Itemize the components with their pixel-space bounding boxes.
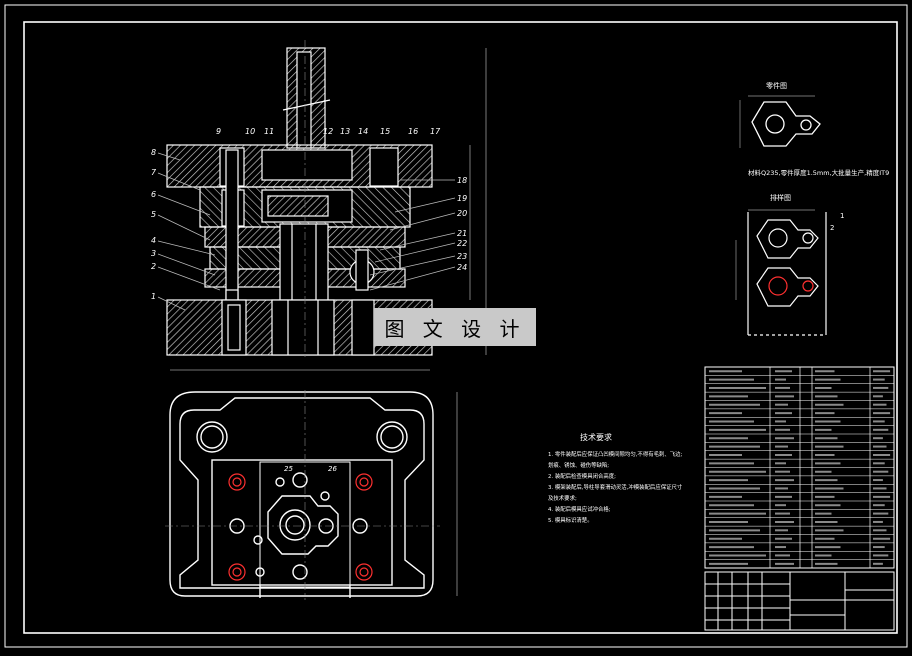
label-left-6: 2 [151, 262, 156, 271]
label-top-5: 14 [358, 127, 368, 136]
strip-title: 排样图 [770, 193, 791, 202]
watermark-text: 图 文 设 计 [384, 316, 526, 341]
plan-label-26: 26 [328, 465, 337, 473]
tech-item-7: 5. 模具标识清楚。 [548, 516, 593, 524]
strip-number-1: 1 [840, 212, 844, 220]
label-right-3: 21 [457, 229, 467, 238]
label-top-6: 15 [380, 127, 390, 136]
tech-item-6: 4. 装配后模具应试冲合格; [548, 505, 611, 513]
plan-bolts [228, 473, 373, 581]
section-view [166, 40, 487, 371]
section-part-labels: 8 7 6 5 4 3 2 1 9 10 11 12 13 14 15 16 1… [151, 127, 467, 301]
label-top-1: 10 [245, 127, 255, 136]
strip-number-2: 2 [830, 224, 834, 232]
label-left-0: 8 [151, 148, 156, 157]
leader-lines [157, 152, 456, 311]
strip-layout: 排样图 1 2 [735, 193, 844, 336]
label-left-5: 3 [151, 249, 156, 258]
label-left-1: 7 [151, 168, 157, 177]
label-top-4: 13 [340, 127, 350, 136]
label-top-7: 16 [408, 127, 418, 136]
label-right-5: 23 [457, 252, 467, 261]
label-left-7: 1 [151, 292, 156, 301]
label-right-1: 19 [457, 194, 467, 203]
title-block [704, 571, 895, 631]
tech-item-1: 1. 零件装配后应保证凸凹模间隙均匀,不得有毛刺、飞边; [548, 450, 683, 458]
tech-item-4: 3. 模架装配后,导柱导套滑动灵活,冲模装配后应保证尺寸 [548, 483, 683, 491]
plan-part-labels: 25 26 [284, 465, 337, 473]
tech-item-3: 2. 装配后检查模具闭合高度; [548, 472, 616, 480]
part-view-title: 零件图 [766, 81, 787, 90]
label-top-0: 9 [216, 127, 221, 136]
label-left-3: 5 [151, 210, 156, 219]
watermark-banner: 图 文 设 计 [374, 308, 536, 346]
tech-item-5: 及技术要求; [548, 494, 577, 502]
tech-requirements: 技术要求 1. 零件装配后应保证凸凹模间隙均匀,不得有毛刺、飞边; 划痕、锈蚀、… [548, 432, 683, 524]
plan-view [165, 390, 458, 600]
label-top-8: 17 [430, 127, 441, 136]
label-left-2: 6 [151, 190, 156, 199]
label-right-4: 22 [457, 239, 467, 248]
label-top-2: 11 [264, 127, 274, 136]
tech-title: 技术要求 [580, 432, 612, 442]
label-right-2: 20 [457, 209, 467, 218]
tech-item-2: 划痕、锈蚀、碰伤等缺陷; [548, 461, 609, 469]
part-view: 零件图 材料Q235,零件厚度1.5mm,大批量生产,精度IT9 [739, 81, 889, 177]
label-right-0: 18 [457, 176, 467, 185]
plan-label-25: 25 [284, 465, 293, 473]
label-right-6: 24 [457, 263, 467, 272]
label-left-4: 4 [151, 236, 156, 245]
label-top-3: 12 [323, 127, 333, 136]
parts-list [704, 366, 895, 569]
part-note: 材料Q235,零件厚度1.5mm,大批量生产,精度IT9 [748, 168, 889, 177]
drawing-border [4, 4, 908, 648]
